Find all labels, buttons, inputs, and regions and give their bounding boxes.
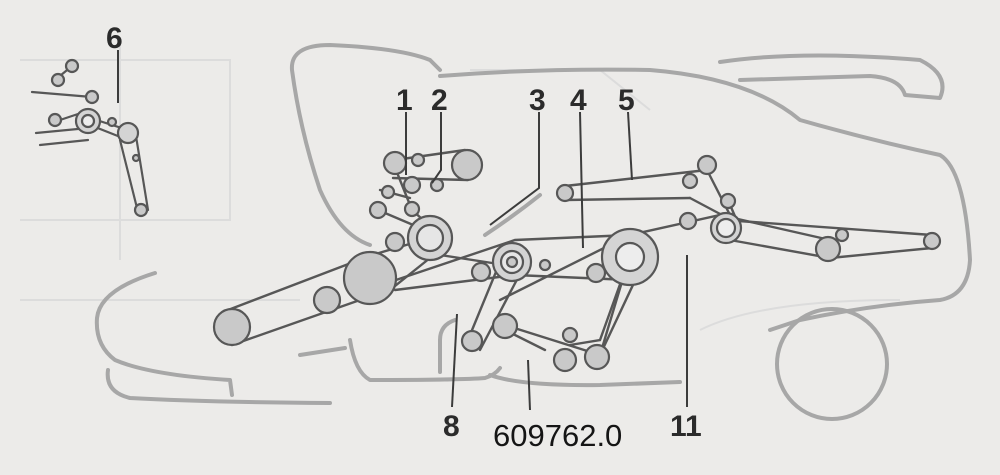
top-pulley-c — [380, 184, 396, 200]
callout-3: 3 — [529, 84, 546, 117]
idler-small-mid — [538, 258, 552, 272]
callout-4: 4 — [570, 84, 587, 117]
lower-pulley-a — [491, 312, 519, 340]
part-number-label: 609762.0 — [493, 418, 622, 453]
background-ghost-lines — [20, 40, 901, 331]
cab-window-line — [483, 193, 542, 237]
leader-2 — [431, 112, 442, 184]
belt-5-idler-b — [681, 172, 699, 190]
chassis-lower-outline-2 — [488, 373, 682, 388]
callout-11: 11 — [670, 410, 702, 443]
lower-frame-line — [298, 346, 347, 357]
cluster-pulley-b — [583, 343, 611, 371]
roof-rail-outline — [718, 53, 945, 100]
leader-lines — [117, 50, 688, 411]
big-center-pulley-inner — [614, 241, 646, 273]
top-pulley-large — [450, 148, 484, 182]
top-pulley-d — [368, 200, 388, 220]
callout-5: 5 — [618, 84, 635, 117]
leader-4 — [579, 111, 584, 249]
belt-5-left-pulley — [555, 183, 575, 203]
callout-2: 2 — [431, 84, 448, 117]
callout-8: 8 — [443, 410, 460, 443]
right-pulley-inner — [715, 217, 737, 239]
rear-pulley — [814, 235, 842, 263]
machine-outline — [94, 43, 972, 405]
belt-5-idler-a — [696, 154, 718, 176]
rear-wheel-outline — [775, 307, 889, 421]
top-pulley-g — [429, 177, 445, 193]
inset-detail-6 — [30, 58, 150, 218]
body-top-outline — [438, 67, 972, 332]
rear-idler — [834, 227, 850, 243]
upper-idler — [678, 211, 698, 231]
front-guard-outline — [94, 271, 234, 397]
top-pulley-b — [402, 175, 422, 195]
large-idler-pulley — [342, 250, 398, 306]
cab-roof-outline — [289, 43, 442, 247]
top-pulley-a — [382, 150, 408, 176]
top-pulley-e — [403, 200, 421, 218]
callouts: 1 2 3 4 5 6 8 11 — [106, 22, 702, 443]
top-pulley-f — [410, 152, 426, 168]
side-pulley — [384, 231, 406, 253]
main-belt — [226, 236, 432, 347]
cluster-pulley-c — [561, 326, 579, 344]
intake-bracket — [438, 318, 457, 374]
callout-6: 6 — [106, 22, 123, 55]
pulleys — [212, 148, 942, 373]
lower-left-pulley — [460, 329, 484, 353]
front-skid-outline — [105, 368, 332, 405]
leader-8 — [451, 313, 458, 408]
rear-end-pulley — [922, 231, 942, 251]
leader-5 — [627, 111, 633, 181]
idler-left-of-mid — [470, 261, 492, 283]
main-drive-pulley — [212, 307, 252, 347]
small-idler-pulley — [312, 285, 342, 315]
leader-3 — [489, 112, 540, 226]
callout-1: 1 — [396, 84, 413, 117]
belt-5-idler-c — [719, 192, 737, 210]
center-idler — [585, 262, 607, 284]
leader-pn — [527, 359, 531, 411]
cluster-pulley-a — [552, 347, 578, 373]
engine-pulley-inner — [415, 223, 445, 253]
mid-pulley-hub — [505, 255, 519, 269]
